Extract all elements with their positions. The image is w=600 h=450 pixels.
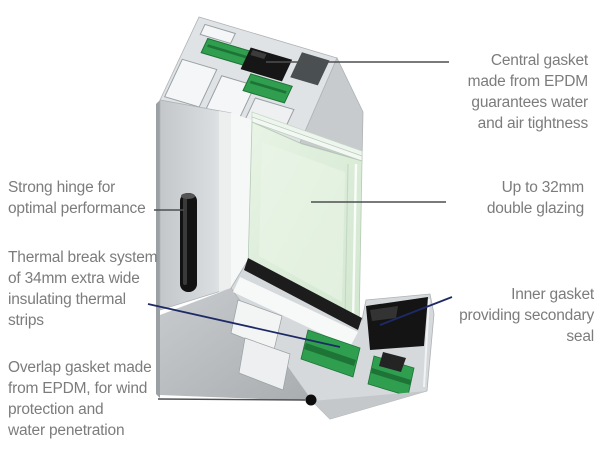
label-overlap-gasket: Overlap gasket made from EPDM, for wind …: [8, 359, 152, 439]
inner-gasket: [366, 297, 428, 372]
bottom-cross-section: [230, 258, 435, 420]
overlap-gasket: [305, 394, 317, 406]
jamb-reveal-face: [231, 113, 252, 288]
label-inner-gasket: Inner gasket providing secondary seal: [459, 286, 594, 345]
thermal-break-strip-top-2: [243, 74, 292, 103]
central-gasket: [240, 47, 293, 82]
label-double-glazing: Up to 32mm double glazing: [486, 179, 584, 217]
glazing-gasket-strip: [244, 258, 362, 330]
hinge: [180, 193, 197, 292]
leader-lines: [147, 61, 453, 401]
thermal-break-leader-line: [147, 303, 341, 348]
label-strong-hinge: Strong hinge for optimal performance: [8, 179, 146, 217]
left-jamb-profile: [156, 99, 232, 398]
label-thermal-break: Thermal break system of 34mm extra wide …: [8, 249, 158, 329]
label-central-gasket: Central gasket made from EPDM guarantees…: [467, 52, 589, 132]
inner-gasket-leader-line: [379, 296, 453, 326]
overlap-gasket-leader-line: [157, 398, 306, 401]
double-glazing-glass: [247, 111, 363, 331]
